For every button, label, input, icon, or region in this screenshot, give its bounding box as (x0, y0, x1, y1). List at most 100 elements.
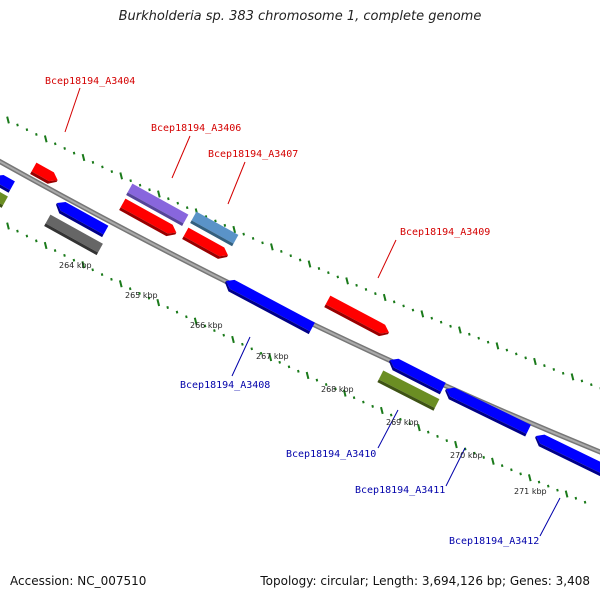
gene-feature[interactable] (442, 385, 531, 437)
gene-feature[interactable] (324, 295, 391, 340)
accession-text: Accession: NC_007510 (10, 574, 147, 588)
tick-mark (491, 457, 495, 465)
tick-mark (342, 389, 347, 397)
tick-mark (63, 253, 66, 257)
gene-label[interactable]: Bcep18194_A3411 (355, 485, 445, 496)
gene-features (0, 162, 600, 479)
tick-mark (43, 135, 48, 143)
tick-mark (119, 172, 123, 180)
gene-feature[interactable] (532, 432, 600, 479)
tick-mark (564, 490, 569, 498)
tick-mark (261, 241, 264, 245)
tick-mark (552, 368, 556, 371)
tick-mark (449, 324, 452, 328)
tick-mark (334, 387, 337, 391)
label-leader-lines (64, 87, 561, 537)
tick-mark (380, 406, 384, 415)
gene-label[interactable]: Bcep18194_A3409 (400, 227, 490, 238)
tick-mark (408, 422, 411, 426)
tick-mark (223, 223, 227, 227)
gene-feature[interactable] (0, 190, 8, 208)
tick-mark (72, 151, 76, 155)
tick-mark (43, 241, 48, 250)
tick-mark (167, 197, 170, 201)
tick-mark (371, 404, 374, 408)
gene-feature[interactable] (182, 227, 230, 263)
tick-mark (185, 315, 188, 319)
tick-mark (556, 488, 559, 492)
tick-mark (439, 320, 443, 324)
gene-feature[interactable] (0, 172, 15, 193)
tick-mark (128, 287, 132, 291)
tick-mark (91, 268, 94, 272)
tick-mark (231, 335, 235, 344)
tick-mark (364, 288, 368, 291)
tick-mark (317, 267, 321, 270)
tick-mark (430, 316, 434, 320)
gene-label[interactable]: Bcep18194_A3408 (180, 380, 270, 391)
gene-feature[interactable] (126, 183, 189, 227)
gene-label[interactable]: Bcep18194_A3404 (45, 76, 135, 87)
gene-feature[interactable] (222, 277, 315, 335)
tick-mark (270, 243, 274, 251)
gene-label[interactable]: Bcep18194_A3407 (208, 149, 298, 160)
tick-mark (138, 183, 142, 187)
tick-mark (399, 417, 402, 421)
gene-label[interactable]: Bcep18194_A3406 (151, 123, 241, 134)
tick-mark (519, 472, 522, 476)
tick-mark (148, 188, 151, 192)
gene-feature[interactable] (30, 162, 60, 187)
genome-backbone (0, 158, 600, 455)
map-title: Burkholderia sp. 383 chromosome 1, compl… (118, 9, 482, 24)
tick-mark (436, 434, 439, 438)
tick-mark (454, 440, 458, 449)
gene-feature[interactable] (44, 214, 103, 256)
tick-mark (468, 332, 471, 336)
gene-feature[interactable] (53, 199, 109, 238)
tick-mark (580, 379, 584, 383)
tick-mark (546, 484, 550, 488)
tick-mark (6, 116, 10, 124)
gene-label[interactable]: Bcep18194_A3412 (449, 536, 539, 547)
tick-mark (392, 300, 396, 304)
tick-mark (473, 451, 476, 455)
tick-mark (250, 347, 254, 351)
tick-mark (537, 480, 541, 484)
tick-mark (352, 396, 356, 400)
tick-mark (16, 123, 19, 127)
tick-mark (527, 474, 532, 482)
tick-mark (420, 310, 425, 318)
tick-mark (315, 378, 319, 382)
tick-mark (242, 232, 245, 236)
gene-feature[interactable] (377, 370, 440, 411)
tick-mark (280, 249, 283, 253)
tick-mark (268, 353, 273, 362)
tick-mark (402, 304, 405, 308)
tick-mark (495, 342, 500, 350)
tick-mark (25, 234, 29, 238)
tick-mark (251, 237, 255, 240)
tick-mark (278, 360, 281, 364)
gene-labels: Bcep18194_A3404 Bcep18194_A3406 Bcep1819… (45, 76, 539, 547)
tick-mark (514, 352, 518, 356)
tick-mark (287, 365, 291, 369)
scale-label: 271 kbp (514, 487, 547, 496)
tick-mark (297, 369, 300, 373)
gene-feature[interactable] (119, 198, 179, 240)
tick-mark (214, 219, 217, 223)
tick-mark (486, 340, 490, 344)
tick-mark (389, 413, 393, 417)
tick-mark (138, 292, 141, 295)
gene-label[interactable]: Bcep18194_A3410 (286, 449, 376, 460)
tick-mark (63, 147, 66, 150)
genome-stats-text: Topology: circular; Length: 3,694,126 bp… (260, 574, 590, 588)
gene-feature[interactable] (386, 356, 446, 395)
tick-mark (16, 229, 19, 233)
tick-mark (35, 132, 38, 136)
tick-mark (327, 271, 330, 275)
gene-feature[interactable] (190, 211, 239, 247)
scale-label: 265 kbp (125, 291, 158, 300)
tick-mark (175, 310, 179, 314)
